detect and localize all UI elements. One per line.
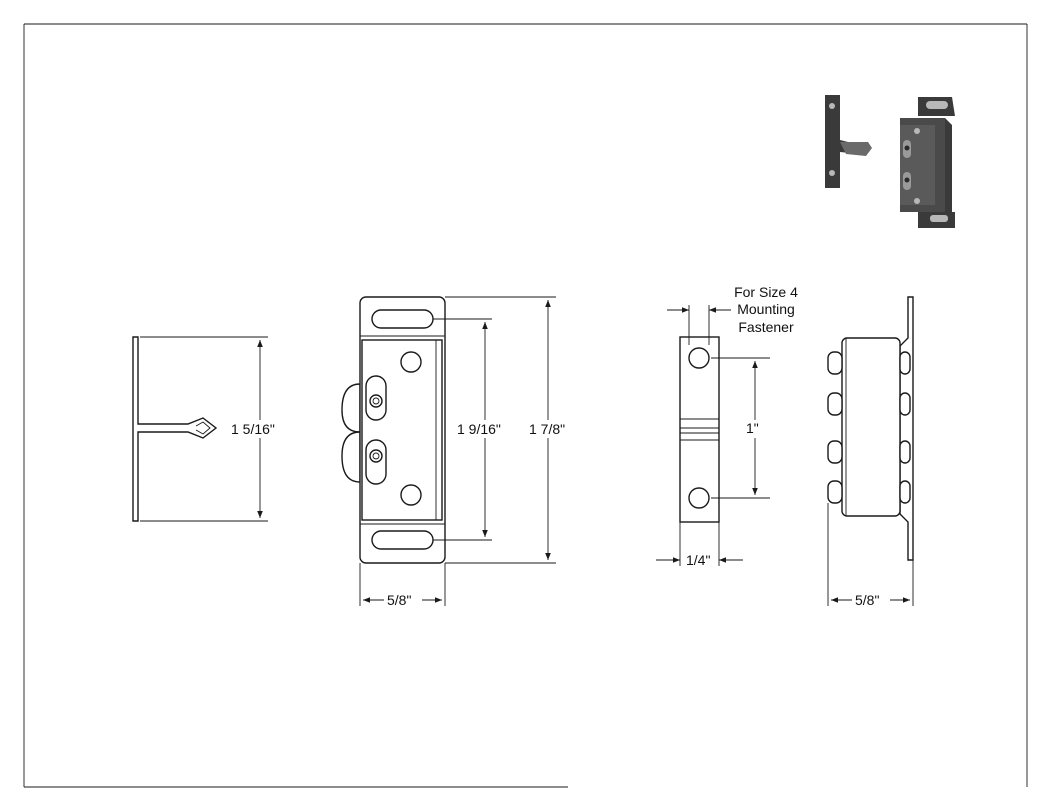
latch-front-view (341, 296, 576, 609)
dimension-side-depth: 5/8" (855, 592, 879, 608)
dimension-hole-spacing: 1" (746, 420, 759, 436)
dimension-plate-width: 1/4" (686, 552, 710, 568)
dimension-front-width: 5/8" (387, 592, 411, 608)
note-fastener-line3: Fastener (738, 319, 794, 335)
dimension-slot-spacing: 1 9/16" (457, 421, 501, 437)
dimension-overall-height: 1 7/8" (529, 421, 565, 437)
latch-side-view (827, 296, 914, 609)
roller-catch-photo (825, 95, 955, 228)
dimension-catch-height: 1 5/16" (231, 421, 275, 437)
catch-side-view (132, 336, 286, 522)
note-fastener-line1: For Size 4 (734, 284, 798, 300)
mounting-plate-view (656, 305, 770, 566)
drawing-frame (23, 23, 1028, 788)
note-fastener-line2: Mounting (737, 301, 795, 317)
